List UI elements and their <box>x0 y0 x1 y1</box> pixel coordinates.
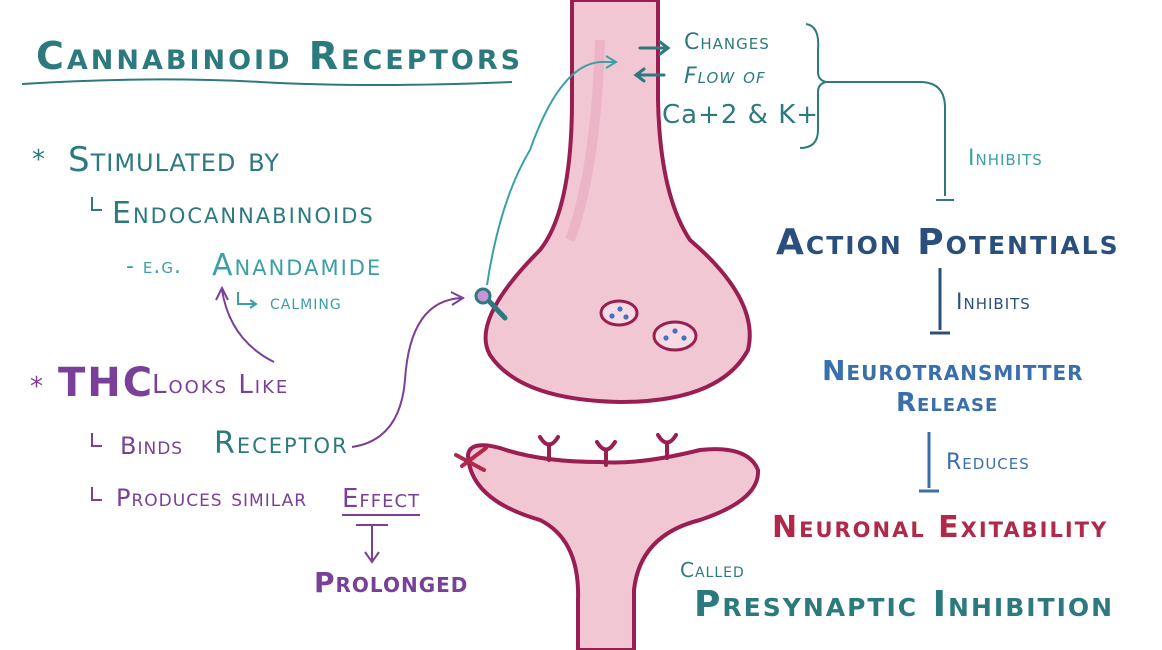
effect-text: Effect <box>342 484 421 516</box>
thc-text: THC <box>58 360 155 406</box>
produces-similar-text: Produces similar <box>116 484 308 512</box>
called-text: Called <box>680 558 745 582</box>
receptor-text: Receptor <box>214 426 349 461</box>
neuronal-exitability-text: Neuronal Exitability <box>772 510 1109 545</box>
eg-prefix: - e.g. <box>126 254 183 279</box>
action-potentials-text: Action Potentials <box>776 222 1120 263</box>
reduces-text: Reduces <box>946 450 1030 475</box>
svg-text:*: * <box>32 145 45 175</box>
release-text: Release <box>896 388 999 418</box>
cannabinoid-receptor <box>474 287 492 305</box>
stimulated-by-text: Stimulated by <box>68 140 280 180</box>
anandamide-text: Anandamide <box>212 248 383 283</box>
page-title: Cannabinoid Receptors <box>36 34 524 78</box>
inhibits-text-1: Inhibits <box>968 146 1043 171</box>
changes-text: Changes <box>684 30 770 55</box>
postsynaptic-dendrite <box>465 443 761 650</box>
presynaptic-inhibition-text: Presynaptic Inhibition <box>694 584 1115 625</box>
svg-text:*: * <box>30 372 43 402</box>
ions-text: Ca+2 & K+ <box>662 100 820 130</box>
calming-text: calming <box>270 290 342 314</box>
inhibits-text-2: Inhibits <box>956 290 1031 315</box>
flow-of-text: Flow of <box>684 64 766 89</box>
vesicle <box>652 320 698 352</box>
presynaptic-terminal <box>483 0 752 405</box>
vesicle <box>599 299 639 327</box>
neurotransmitter-text: Neurotransmitter <box>822 354 1084 387</box>
endocannabinoids-text: Endocannabinoids <box>112 196 375 231</box>
binds-text: Binds <box>120 432 184 460</box>
looks-like-text: Looks Like <box>152 370 290 400</box>
prolonged-text: Prolonged <box>314 566 469 599</box>
